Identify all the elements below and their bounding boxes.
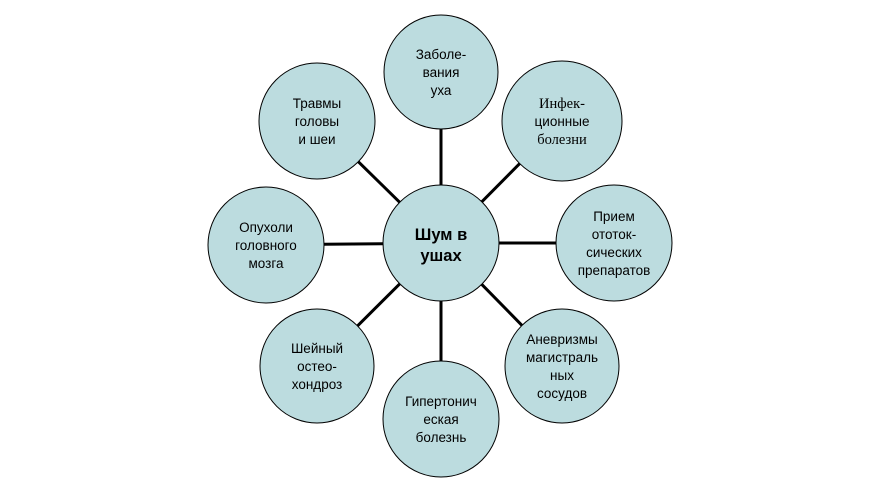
node-label-ototoxic-drugs-line-2: ототок- [592,227,636,242]
node-label-head-neck-trauma-line-3: и шеи [298,132,335,147]
node-label-hypertension-line-2: еская [423,412,458,427]
node-label-ototoxic-drugs-line-4: препаратов [578,263,651,278]
node-label-head-neck-trauma-line-1: Травмы [293,96,342,111]
node-circle-infectious-diseases [501,60,623,182]
node-ear-diseases: Заболе-вания уха [383,14,499,130]
connector-head-neck-trauma [357,160,401,204]
node-infectious-diseases: Инфек-ционные болезни [501,60,623,182]
connector-aneurysms [480,283,524,327]
node-label-brain-tumors-line-1: Опухоли [239,220,293,235]
center-label-line-2: ушах [420,247,462,265]
node-circle-hypertension [382,360,500,478]
node-aneurysms: Аневризмы магистраль ных сосудов [504,308,620,424]
node-head-neck-trauma: Травмы головы и шеи [258,62,376,180]
connector-osteochondrosis [356,282,401,327]
node-osteochondrosis: Шейный остео-хондроз [259,308,375,424]
node-label-infectious-diseases-line-2: ционные [535,114,590,129]
connector-brain-tumors [323,242,384,246]
node-label-hypertension-line-1: Гипертонич [405,394,477,409]
node-ototoxic-drugs: Прием ототок-сических препаратов [555,184,673,302]
node-label-ototoxic-drugs-line-3: сических [586,245,642,260]
node-label-ear-diseases-line-2: вания [423,65,460,80]
center-node: Шум в ушах [382,184,500,302]
center-circle [382,184,500,302]
node-label-head-neck-trauma-line-2: головы [295,114,339,129]
node-label-aneurysms-line-4: сосудов [537,386,587,401]
node-label-osteochondrosis-line-2: остео- [297,359,337,374]
node-brain-tumors: Опухоли головного мозга [207,186,325,304]
node-circle-aneurysms [504,308,620,424]
node-hypertension: Гипертонич еская болезнь [382,360,500,478]
node-circle-ototoxic-drugs [555,184,673,302]
node-label-brain-tumors-line-3: мозга [249,256,284,271]
node-label-osteochondrosis-line-1: Шейный [291,341,343,356]
node-label-aneurysms-line-3: ных [550,368,574,383]
node-label-aneurysms-line-1: Аневризмы [526,332,597,347]
node-label-aneurysms-line-2: магистраль [526,350,598,365]
node-label-osteochondrosis-line-3: хондроз [292,377,343,392]
node-circle-brain-tumors [207,186,325,304]
node-label-brain-tumors-line-2: головного [235,238,297,253]
node-label-infectious-diseases-line-1: Инфек- [539,96,585,112]
node-circle-osteochondrosis [259,308,375,424]
node-circle-ear-diseases [383,14,499,130]
connector-infectious-diseases [480,162,521,203]
node-label-hypertension-line-3: болезнь [416,430,467,445]
node-label-infectious-diseases-line-3: болезни [537,132,587,148]
node-label-ear-diseases-line-1: Заболе- [416,47,467,62]
node-label-ear-diseases-line-3: уха [431,83,452,98]
node-circle-head-neck-trauma [258,62,376,180]
node-label-ototoxic-drugs-line-1: Прием [593,209,635,224]
center-label-line-1: Шум в [415,226,467,244]
